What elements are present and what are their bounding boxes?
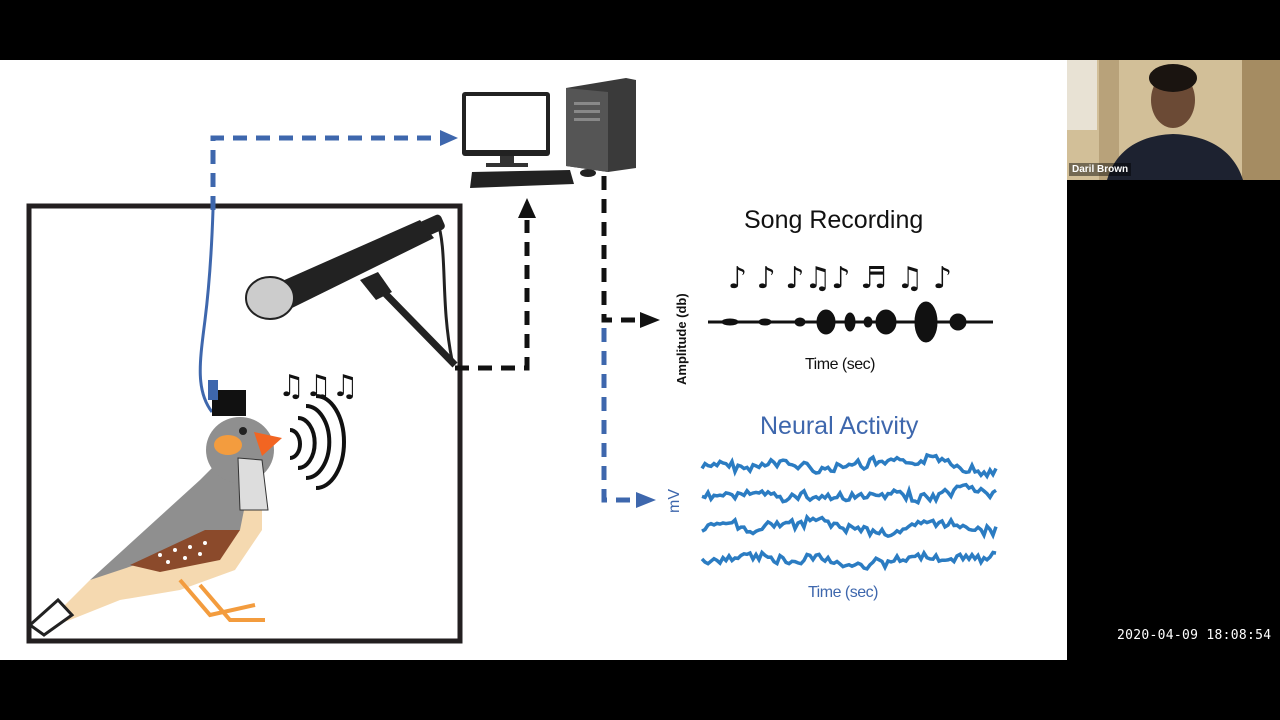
experiment-diagram: ♫♫♫ ♪ ♪ ♪♫♪ ♬ ♫ ♪ [26,78,998,644]
neural-trace-2 [701,482,997,506]
amplitude-axis-label: Amplitude (db) [674,293,689,385]
blue-dashed-to-neural [601,328,636,503]
song-recording-title: Song Recording [744,206,924,234]
presentation-slide: ♫♫♫ ♪ ♪ ♪♫♪ ♬ ♫ ♪ [0,60,1067,660]
blue-arrowhead-computer [440,130,458,146]
blue-dashed-arrow-to-computer [210,135,440,210]
mv-axis-label: mV [666,489,683,513]
music-notes-bird-icon: ♫♫♫ [278,369,359,404]
neural-cable [198,209,215,413]
song-notes-icon: ♪ ♪ ♪♫♪ ♬ ♫ ♪ [728,261,952,296]
neural-trace-3 [701,513,998,540]
neural-traces [700,452,998,572]
black-arrowhead-computer [518,198,536,218]
song-waveform [708,301,993,343]
black-arrowhead-song [640,312,660,328]
black-dashed-to-song [601,176,640,323]
neural-trace-1 [700,452,998,480]
participant-video-tile[interactable]: Daril Brown [1067,60,1280,180]
sound-wave-icon [289,394,346,490]
blue-arrowhead-neural [636,492,656,508]
participant-name: Daril Brown [1069,163,1132,176]
computer-tower-icon [566,78,636,172]
neural-time-axis-label: Time (sec) [808,584,878,601]
song-time-axis-label: Time (sec) [805,356,875,373]
neural-trace-4 [700,549,997,572]
black-dashed-arrow-to-computer [455,220,530,371]
microphone-icon [245,214,458,368]
recording-timestamp: 2020-04-09 18:08:54 [1117,628,1272,643]
svg-text:♫♫♫: ♫♫♫ [278,369,359,404]
bird-enclosure [26,203,463,644]
participant-avatar [1067,60,1280,180]
svg-text:♪ ♪ ♪♫♪ ♬ ♫ ♪: ♪ ♪ ♪♫♪ ♬ ♫ ♪ [728,261,952,296]
computer-monitor-icon [462,92,596,188]
zebra-finch-bird-icon [27,380,282,637]
neural-activity-title: Neural Activity [760,412,919,440]
